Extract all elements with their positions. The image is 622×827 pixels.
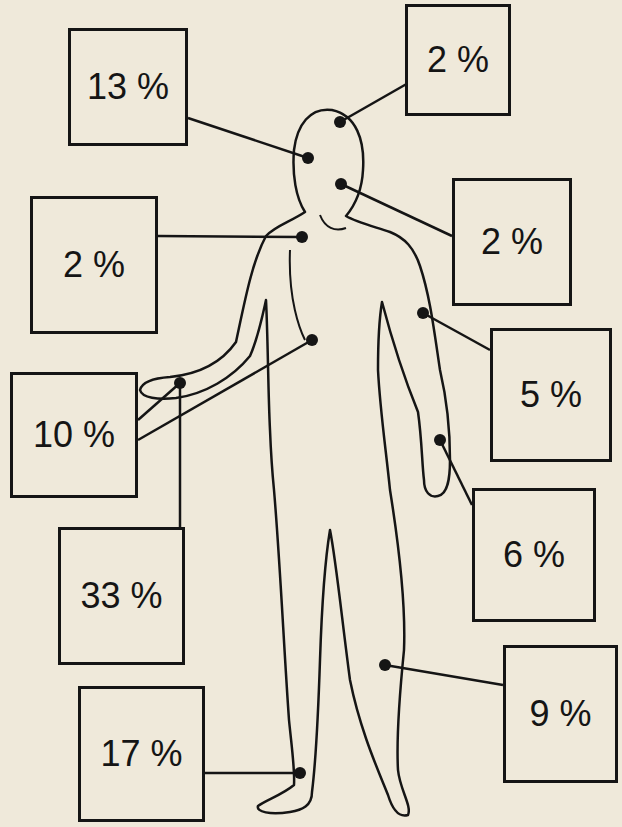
leader-line xyxy=(138,383,180,420)
location-dot xyxy=(296,231,308,243)
percent-value: 5 % xyxy=(520,375,582,415)
leader-line xyxy=(340,82,410,122)
leader-line xyxy=(188,118,308,158)
leader-line xyxy=(341,184,452,236)
location-dot xyxy=(417,307,429,319)
location-dot xyxy=(174,377,186,389)
leader-line xyxy=(205,772,300,775)
leader-line xyxy=(385,665,503,685)
percent-value: 2 % xyxy=(63,245,125,285)
location-dot xyxy=(294,767,306,779)
percent-box: 6 % xyxy=(472,488,596,622)
leader-line xyxy=(179,383,182,527)
percent-value: 10 % xyxy=(33,415,115,455)
percent-box: 2 % xyxy=(405,4,511,116)
percent-value: 6 % xyxy=(503,535,565,575)
leader-line xyxy=(138,340,312,440)
percent-box: 17 % xyxy=(78,686,205,822)
percent-box: 13 % xyxy=(68,28,188,146)
percent-value: 33 % xyxy=(80,576,162,616)
percent-value: 9 % xyxy=(529,694,591,734)
location-dot xyxy=(379,659,391,671)
location-dot xyxy=(434,434,446,446)
body-inner-line xyxy=(290,215,346,340)
percent-value: 2 % xyxy=(427,40,489,80)
leader-line xyxy=(423,313,490,350)
percent-value: 2 % xyxy=(481,222,543,262)
percent-box: 9 % xyxy=(503,645,618,783)
percent-box: 2 % xyxy=(452,178,572,306)
percent-box: 2 % xyxy=(30,196,158,334)
location-dot xyxy=(334,116,346,128)
percent-value: 17 % xyxy=(100,734,182,774)
percent-value: 13 % xyxy=(87,67,169,107)
location-dot xyxy=(306,334,318,346)
body-dots xyxy=(174,116,446,779)
percent-box: 5 % xyxy=(490,328,612,462)
percent-box: 10 % xyxy=(10,372,138,498)
leader-lines xyxy=(138,82,503,773)
leader-line xyxy=(158,236,302,237)
leader-line xyxy=(440,440,472,505)
location-dot xyxy=(335,178,347,190)
percent-box: 33 % xyxy=(58,527,185,665)
location-dot xyxy=(302,152,314,164)
